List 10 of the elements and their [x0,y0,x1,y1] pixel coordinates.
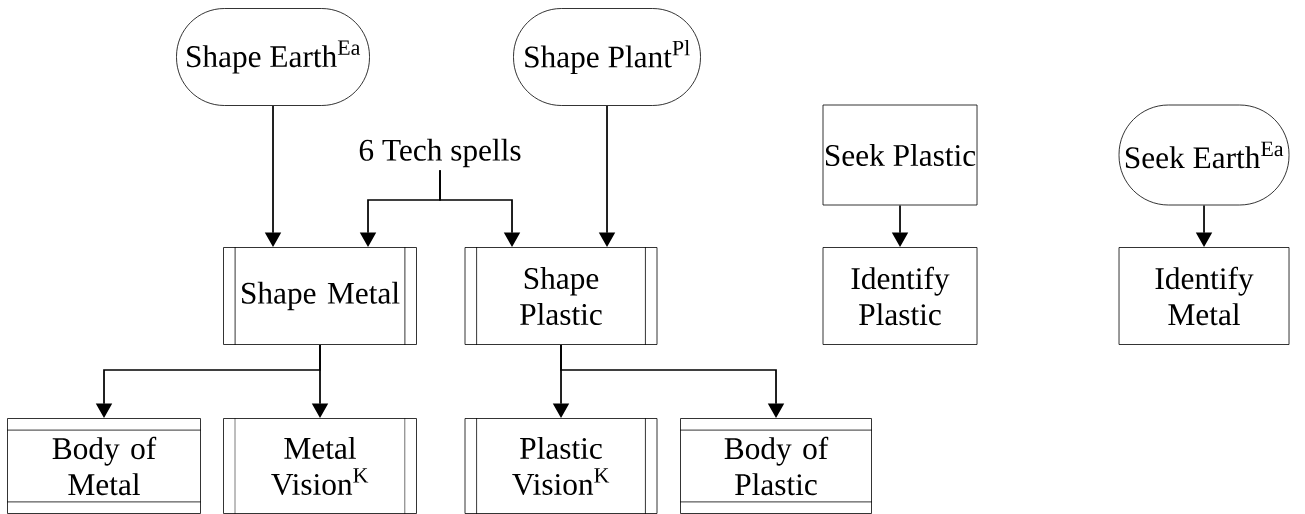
process-box: Seek Plastic [822,104,978,206]
subprocess-box: Plastic Vision$^{K}$ [464,417,658,514]
branch-label: 6 Tech spells [355,136,525,170]
data-box: Body of Metal [6,418,202,514]
subprocess-box: Shape Plastic [464,246,658,346]
subprocess-box: Metal Vision$^{K}$ [223,417,417,514]
process-box: Identify Metal [1118,247,1290,345]
subprocess-box: Shape Metal [223,246,417,346]
process-box: Identify Plastic [822,247,978,345]
data-box: Body of Plastic [679,418,873,514]
